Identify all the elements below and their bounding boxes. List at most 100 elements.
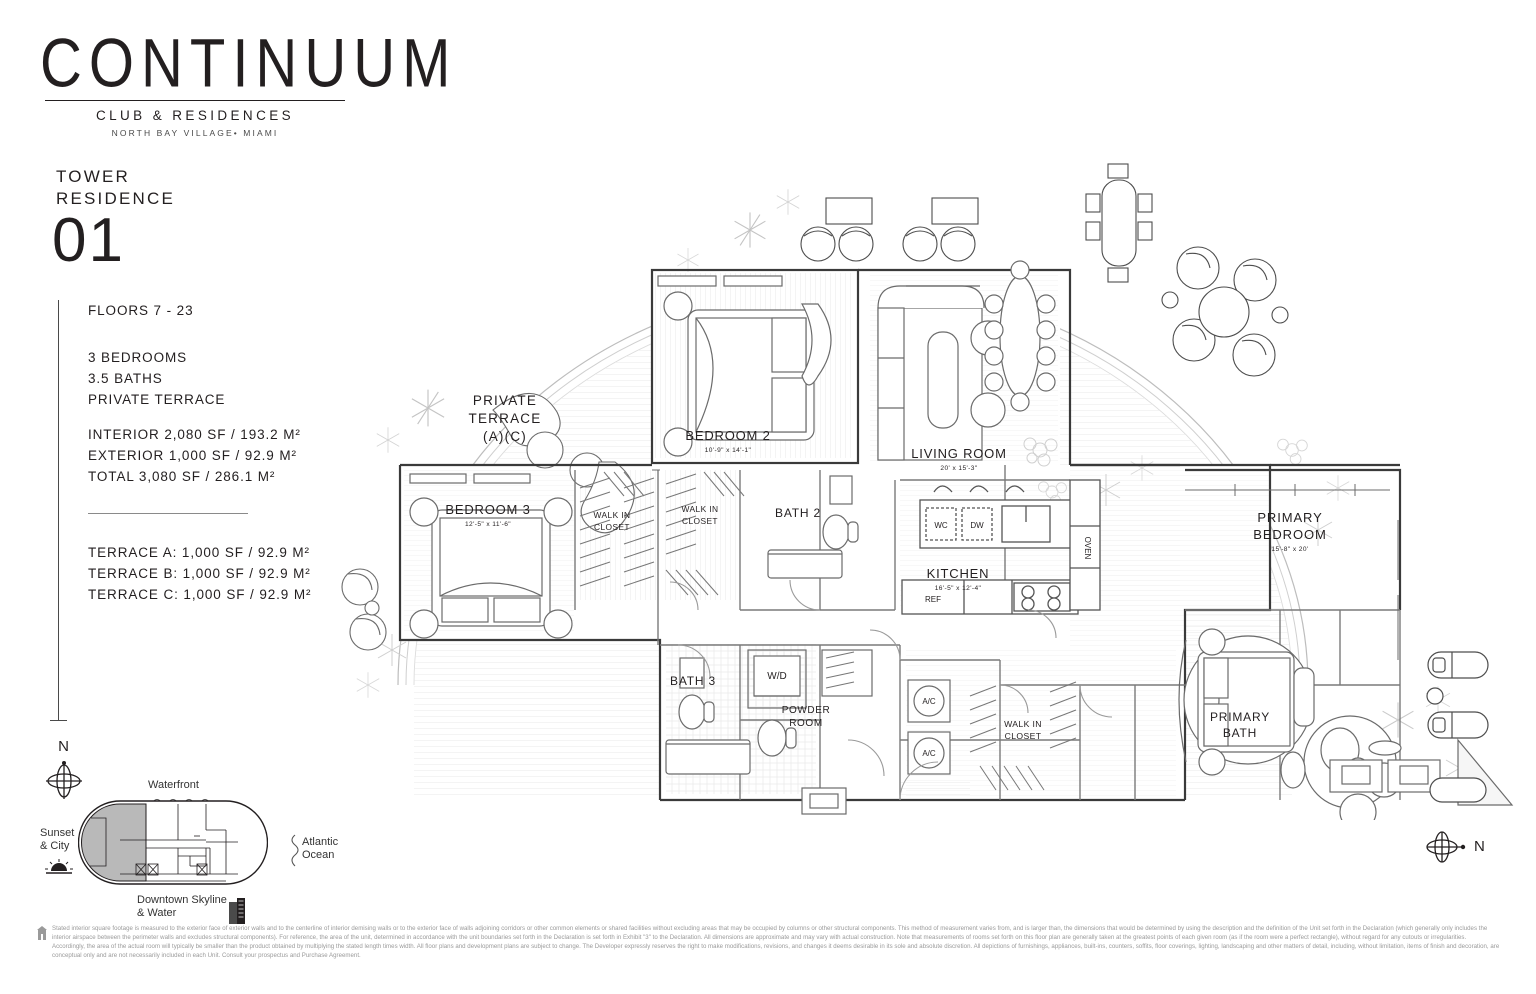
brand-logo: CONTINUUM CLUB & RESIDENCES NORTH BAY VI… [40, 25, 458, 138]
wall-lines [398, 268, 1402, 802]
terrace-lounge-right [1161, 246, 1289, 377]
label-washer-dryer: W/D [767, 671, 786, 682]
label-bath-2: BATH 2 [775, 506, 821, 520]
appliance-labels: W/D WC DW OVEN REF A/C A/C [767, 521, 1092, 758]
label-powder-room: POWDER [782, 705, 831, 716]
downtown-line1: Downtown Skyline [137, 894, 227, 906]
spec-interior: INTERIOR 2,080 SF / 193.2 M² [88, 427, 301, 442]
spec-vertical-rule [58, 300, 59, 720]
label-bath-3: BATH 3 [670, 674, 716, 688]
label-kitchen: KITCHEN [927, 566, 990, 581]
terrace-chairs-top [800, 197, 979, 262]
compass-right: N [1418, 822, 1485, 877]
label-walk-in-closet-1b: CLOSET [594, 522, 630, 532]
label-walk-in-closet-primary-2: CLOSET [1005, 731, 1042, 741]
dims-kitchen: 16'-5" x 12'-4" [935, 585, 982, 592]
keyplan-atlantic-label: Atlantic Ocean [302, 836, 338, 862]
info-panel: CONTINUUM CLUB & RESIDENCES NORTH BAY VI… [0, 0, 458, 994]
label-ac-unit-2: A/C [922, 749, 936, 758]
copyright-building-icon [37, 926, 47, 940]
atlantic-line1: Atlantic [302, 836, 339, 848]
label-primary-bath-2: BATH [1223, 726, 1257, 740]
sunset-icon [45, 859, 73, 874]
atlantic-line2: Ocean [302, 849, 335, 861]
dims-bedroom-2: 10'-9" x 14'-1" [705, 447, 752, 454]
legal-disclaimer: Stated interior square footage is measur… [52, 925, 1500, 959]
residence-specs: FLOORS 7 - 23 3 BEDROOMS 3.5 BATHS PRIVA… [88, 300, 358, 605]
spec-divider [88, 513, 248, 514]
sunset-line1: Sunset [40, 827, 75, 839]
spec-bedrooms: 3 BEDROOMS [88, 350, 188, 365]
keyplan-sunset-label: Sunset & City [40, 827, 74, 853]
terrace-lounge-furniture [492, 392, 635, 534]
residence-title: TOWER RESIDENCE [56, 166, 175, 210]
label-powder-room-2: ROOM [789, 718, 823, 729]
keyplan-highlight-unit[interactable] [81, 803, 147, 882]
room-labels: PRIVATE TERRACE (A)(C) BEDROOM 2 10'-9" … [445, 393, 1326, 741]
dims-primary-bedroom: 15'-8" x 20' [1271, 546, 1308, 553]
label-walk-in-closet-2b: CLOSET [682, 516, 718, 526]
skyline-icon [229, 898, 245, 924]
utility-fixtures [665, 649, 951, 815]
floor-plan[interactable]: PRIVATE TERRACE (A)(C) BEDROOM 2 10'-9" … [280, 140, 1530, 820]
label-primary-bedroom: PRIMARY [1257, 510, 1322, 525]
compass-north-label: N [58, 738, 70, 755]
door-swings [669, 579, 1113, 801]
spec-floors: FLOORS 7 - 23 [88, 303, 194, 318]
kitchen-fixtures [901, 479, 1101, 615]
logo-divider [45, 100, 345, 101]
spec-terrace-b: TERRACE B: 1,000 SF / 92.9 M² [88, 566, 311, 581]
spec-tick-mark [50, 720, 67, 721]
label-walk-in-closet-2: WALK IN [682, 504, 719, 514]
spec-total: TOTAL 3,080 SF / 286.1 M² [88, 469, 276, 484]
brand-location: NORTH BAY VILLAGE• MIAMI [111, 128, 279, 138]
label-refrigerator: REF [925, 595, 941, 604]
residence-number: 01 [52, 206, 125, 275]
residence-title-line1: TOWER [56, 167, 130, 186]
keyplan-diagram[interactable] [78, 800, 268, 885]
label-primary-bath: PRIMARY [1210, 710, 1270, 724]
dining-table [984, 260, 1056, 412]
dims-living-room: 20' x 15'-3" [940, 465, 977, 472]
keyplan-waterfront-label: Waterfront [148, 779, 199, 791]
label-private-terrace-3: (A)(C) [483, 429, 527, 444]
window-mullions [652, 469, 1399, 660]
closet-hanging-rods [579, 471, 745, 596]
label-ac-unit-1: A/C [922, 697, 936, 706]
bath-2-fixtures [767, 475, 859, 579]
label-private-terrace-2: TERRACE [469, 411, 542, 426]
terrace-lounge-lower [341, 568, 387, 651]
brand-name: CONTINUUM [40, 25, 458, 102]
downtown-line2: & Water [137, 907, 177, 919]
floor-plan-svg[interactable]: PRIVATE TERRACE (A)(C) BEDROOM 2 10'-9" … [280, 140, 1530, 820]
compass-rose-icon [46, 761, 82, 799]
bedroom-2-furniture [657, 275, 832, 457]
label-walk-in-closet-1: WALK IN [594, 510, 631, 520]
keyplan-partitions [120, 804, 238, 882]
label-walk-in-closet-primary: WALK IN [1004, 719, 1042, 729]
brand-tagline: CLUB & RESIDENCES [95, 108, 295, 123]
spec-baths: 3.5 BATHS [88, 371, 163, 386]
bedroom-3-furniture [409, 473, 573, 639]
keyplan-downtown-label: Downtown Skyline & Water [137, 894, 227, 920]
dims-bedroom-3: 12'-5" x 11'-6" [465, 521, 511, 528]
label-bedroom-3: BEDROOM 3 [445, 502, 530, 517]
label-oven: OVEN [1083, 537, 1092, 560]
residence-title-line2: RESIDENCE [56, 189, 175, 208]
keyplan-elevator-cores [135, 863, 208, 876]
compass-rose-icon [1426, 831, 1466, 863]
ocean-wave-icon [291, 834, 299, 867]
label-dishwasher: DW [970, 521, 984, 530]
label-primary-bedroom-2: BEDROOM [1253, 527, 1326, 542]
primary-closet-rods [969, 681, 1077, 791]
label-bedroom-2: BEDROOM 2 [685, 428, 770, 443]
compass-left: N [38, 738, 90, 808]
spec-exterior: EXTERIOR 1,000 SF / 92.9 M² [88, 448, 297, 463]
terrace-sunloungers-right [1426, 651, 1489, 803]
compass-north-label: N [1474, 838, 1485, 855]
spec-terrace-a: TERRACE A: 1,000 SF / 92.9 M² [88, 545, 310, 560]
label-living-room: LIVING ROOM [911, 446, 1006, 461]
label-wine-cooler: WC [934, 521, 948, 530]
label-private-terrace: PRIVATE [473, 393, 537, 408]
sunset-line2: & City [40, 840, 70, 852]
